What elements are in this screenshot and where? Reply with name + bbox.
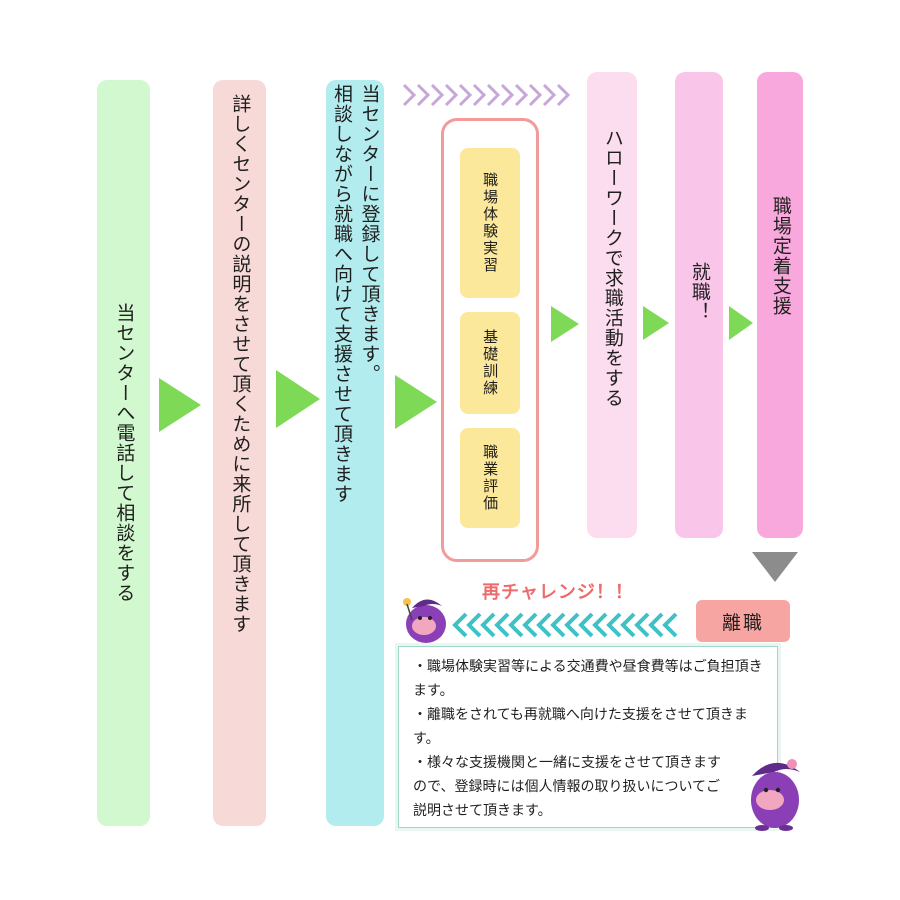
leave-job-box: 離職 — [696, 600, 790, 642]
step-4-box: ハローワークで求職活動をする — [587, 72, 637, 538]
arrow-right-icon — [729, 306, 753, 340]
step-1-box: 当センターへ電話して相談をする — [97, 80, 150, 826]
program-item-3: 職業評価 — [460, 428, 520, 528]
step-3-box: 当センターに登録して頂きます。 相談しながら就職へ向けて支援させて頂きます — [326, 80, 384, 826]
step-6-text: 職場定着支援 — [769, 196, 792, 316]
arrow-right-icon — [276, 370, 320, 428]
mascot-eggplant-icon — [751, 759, 800, 831]
leave-job-label: 離職 — [721, 611, 764, 634]
program-item-2-label: 基礎訓練 — [481, 329, 500, 397]
step-3-text: 当センターに登録して頂きます。 相談しながら就職へ向けて支援させて頂きます — [331, 84, 381, 504]
chevrons-left-icon — [452, 611, 678, 639]
notes-box: ・職場体験実習等による交通費や昼食費等はご負担頂きます。 ・離職をされても再就職… — [398, 646, 778, 828]
step-4-text: ハローワークで求職活動をする — [601, 128, 624, 408]
program-item-1-label: 職場体験実習 — [481, 172, 500, 274]
arrow-right-icon — [551, 306, 579, 342]
arrow-right-icon — [643, 306, 669, 340]
chevrons-right-icon — [402, 82, 570, 108]
program-item-1: 職場体験実習 — [460, 148, 520, 298]
note-item: ・職場体験実習等による交通費や昼食費等はご負担頂きます。 — [413, 659, 763, 699]
retry-label: 再チャレンジ！！ — [482, 582, 634, 603]
step-5-text: 就職！ — [688, 262, 711, 322]
step-1-text: 当センターへ電話して相談をする — [113, 303, 136, 603]
program-item-2: 基礎訓練 — [460, 312, 520, 414]
step-5-box: 就職！ — [675, 72, 723, 538]
step-2-text: 詳しくセンターの説明をさせて頂くために来所して頂きます — [229, 94, 252, 634]
note-item: ・離職をされても再就職へ向けた支援をさせて頂きます。 — [413, 707, 748, 747]
arrow-right-icon — [159, 378, 201, 432]
program-item-3-label: 職業評価 — [481, 444, 500, 512]
step-6-box: 職場定着支援 — [757, 72, 803, 538]
arrow-down-icon — [752, 552, 798, 582]
arrow-right-icon — [395, 375, 437, 429]
mascot-eggplant-icon — [403, 598, 446, 643]
step-2-box: 詳しくセンターの説明をさせて頂くために来所して頂きます — [213, 80, 266, 826]
note-item: ・様々な支援機関と一緒に支援をさせて頂きますので、登録時には個人情報の取り扱いに… — [413, 755, 721, 819]
